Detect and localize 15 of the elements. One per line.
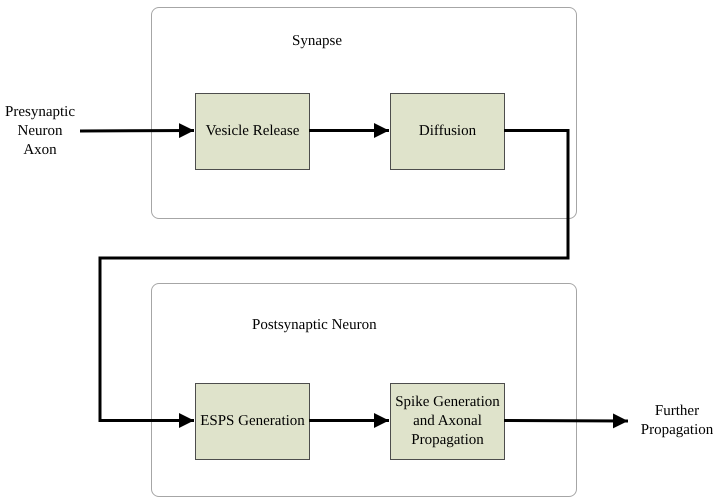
arrow	[309, 413, 389, 428]
process-box: Spike Generation and Axonal Propagation	[390, 383, 505, 460]
process-box: ESPS Generation	[195, 383, 310, 460]
arrow	[504, 413, 628, 428]
terminal-label: Presynaptic Neuron Axon	[0, 103, 80, 159]
process-box: Diffusion	[390, 93, 505, 170]
arrow	[98, 129, 570, 428]
group-heading: Postsynaptic Neuron	[252, 316, 377, 335]
group-heading: Synapse	[292, 32, 342, 51]
terminal-label: Further Propagation	[628, 400, 726, 442]
group-frame	[151, 283, 577, 497]
arrow	[309, 123, 389, 138]
group-frame	[151, 7, 577, 219]
arrow	[80, 123, 194, 138]
process-box: Vesicle Release	[195, 93, 310, 170]
